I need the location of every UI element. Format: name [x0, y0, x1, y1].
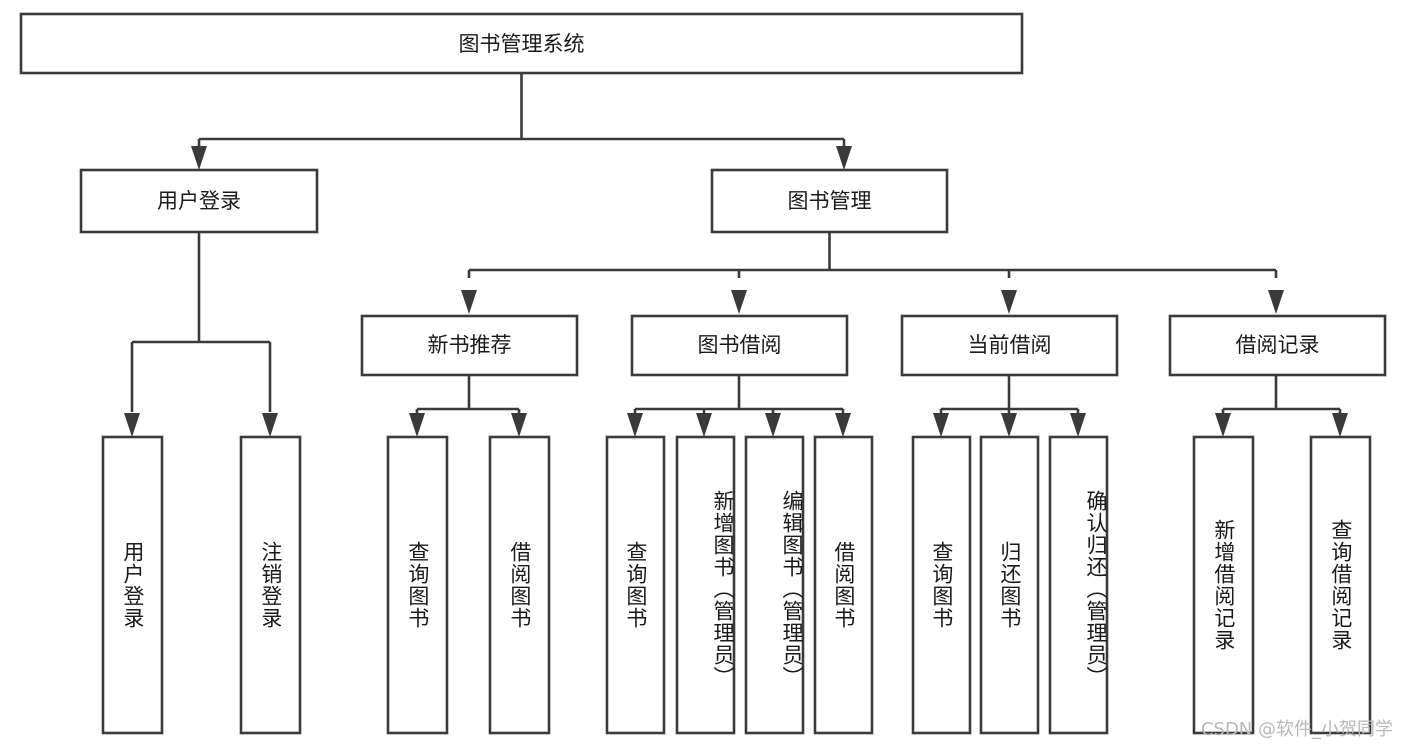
node-user-login[interactable] [79, 168, 319, 234]
node-new-book-recommend-label: 新书推荐 [428, 333, 512, 357]
node-borrow-record-label: 借阅记录 [1236, 333, 1320, 357]
leaf-box-current-confirm-return[interactable] [1048, 435, 1109, 735]
node-book-manage-label: 图书管理 [788, 189, 872, 213]
leaf-box-borrow-lend-book[interactable] [813, 435, 874, 735]
node-current-borrow-label: 当前借阅 [968, 333, 1052, 357]
leaf-box-record-query[interactable] [1309, 435, 1372, 735]
node-current-borrow[interactable] [900, 314, 1119, 377]
node-root[interactable] [19, 12, 1024, 75]
node-borrow-record[interactable] [1168, 314, 1387, 377]
connector-root-to-level2 [191, 73, 852, 170]
node-root-label: 图书管理系统 [459, 32, 585, 56]
leaf-box-recommend-borrow-book[interactable] [488, 435, 551, 735]
leaf-box-borrow-add-book[interactable] [675, 435, 736, 735]
node-book-manage[interactable] [710, 168, 949, 234]
leaf-box-recommend-query-book[interactable] [386, 435, 449, 735]
node-user-login-label: 用户登录 [157, 189, 241, 213]
leaf-box-user-login[interactable] [101, 435, 164, 735]
leaf-box-current-return-book[interactable] [979, 435, 1040, 735]
connector-currentborrow-to-leaves [933, 375, 1086, 437]
connector-bookmanage-to-level3 [461, 232, 1284, 314]
node-book-borrow[interactable] [630, 314, 849, 377]
connector-userlogin-to-leaves [124, 232, 278, 437]
node-new-book-recommend[interactable] [360, 314, 579, 377]
leaf-box-record-add[interactable] [1192, 435, 1255, 735]
connector-recommend-to-leaves [409, 375, 527, 437]
leaf-box-borrow-query-book[interactable] [605, 435, 666, 735]
leaf-box-borrow-edit-book[interactable] [744, 435, 805, 735]
connector-borrow-to-leaves [627, 375, 851, 437]
leaf-box-current-query-book[interactable] [911, 435, 972, 735]
connector-record-to-leaves [1215, 375, 1348, 437]
csdn-watermark: CSDN @软件_小贺同学 [1200, 719, 1393, 740]
leaf-box-logout[interactable] [239, 435, 302, 735]
node-book-borrow-label: 图书借阅 [698, 333, 782, 357]
